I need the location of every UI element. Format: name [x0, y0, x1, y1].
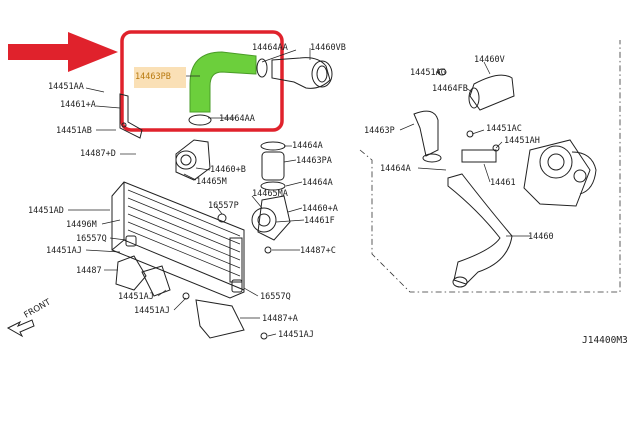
label-14463PB: 14463PB: [135, 72, 171, 82]
label-14451AH: 14451AH: [504, 136, 540, 146]
label-16557Q-1: 16557Q: [76, 234, 107, 244]
label-14451AB: 14451AB: [56, 126, 92, 136]
label-14461F: 14461F: [304, 216, 335, 226]
label-14496M: 14496M: [66, 220, 97, 230]
label-14451AD: 14451AD: [28, 206, 64, 216]
label-14464FB: 14464FB: [432, 84, 468, 94]
gasket-14465MA: [251, 207, 277, 233]
clamp-14464AA: [188, 114, 212, 126]
label-14464AA-top: 14464AA: [252, 43, 288, 53]
label-14460V: 14460V: [474, 55, 505, 65]
label-14487C: 14487+C: [300, 246, 336, 256]
label-14451AJ-1: 14451AJ: [46, 246, 82, 256]
label-14451AJ-3: 14451AJ: [134, 306, 170, 316]
front-indicator: FRONT: [6, 297, 54, 338]
pipe-14460A: [257, 195, 291, 241]
label-14460VB: 14460VB: [310, 43, 346, 53]
bracket-14461A: [119, 93, 143, 139]
boundary-line: [359, 40, 621, 293]
label-14463PA: 14463PA: [296, 156, 332, 166]
leader-lines: [68, 48, 530, 337]
label-14461A: 14461+A: [60, 100, 96, 110]
label-14461: 14461: [490, 178, 516, 188]
label-14464A-1: 14464A: [292, 141, 323, 151]
label-14460A: 14460+A: [302, 204, 338, 214]
label-14464A-3: 14464A: [380, 164, 411, 174]
mount-16557Q-lower: [231, 279, 243, 293]
mount-16557Q: [125, 235, 137, 247]
label-14460: 14460: [528, 232, 554, 242]
hose-14463P: [413, 110, 439, 157]
label-16557P: 16557P: [208, 201, 239, 211]
hose-14463PA: [261, 151, 285, 181]
highlighted-hose-14463PB: [189, 51, 257, 113]
pointer-arrow: [8, 32, 118, 72]
bracket-14461: [461, 149, 497, 163]
pipe-14460: [447, 173, 513, 285]
front-label: FRONT: [23, 297, 54, 321]
label-14487D: 14487+D: [80, 149, 116, 159]
highlight-box: [120, 30, 284, 132]
label-14451AJ-4: 14451AJ: [278, 330, 314, 340]
pipe-14460B: [175, 139, 211, 181]
label-highlight: [134, 67, 186, 88]
label-14451AC: 14451AC: [486, 124, 522, 134]
label-14463P: 14463P: [364, 126, 395, 136]
label-14464A-2: 14464A: [302, 178, 333, 188]
label-14487A: 14487+A: [262, 314, 298, 324]
label-16557Q-2: 16557Q: [260, 292, 291, 302]
pipe-14460V: [469, 74, 515, 111]
label-14451AG: 14451AG: [410, 68, 446, 78]
clamp-14464AA-upper: [256, 58, 268, 78]
diagram-code: J14400M3: [582, 335, 628, 346]
intercooler-14496M: [111, 181, 245, 299]
label-14460B: 14460+B: [210, 165, 246, 175]
label-14465M: 14465M: [196, 177, 227, 187]
label-14465MA: 14465MA: [252, 189, 288, 199]
pipe-14460VB: [271, 57, 331, 89]
label-14451AA: 14451AA: [48, 82, 84, 92]
bracket-14487A: [195, 299, 245, 339]
label-14487: 14487: [76, 266, 102, 276]
label-14451AJ-2: 14451AJ: [118, 292, 154, 302]
label-14464AA-bottom: 14464AA: [219, 114, 255, 124]
bracket-14487: [115, 255, 147, 291]
turbocharger: [523, 139, 597, 207]
